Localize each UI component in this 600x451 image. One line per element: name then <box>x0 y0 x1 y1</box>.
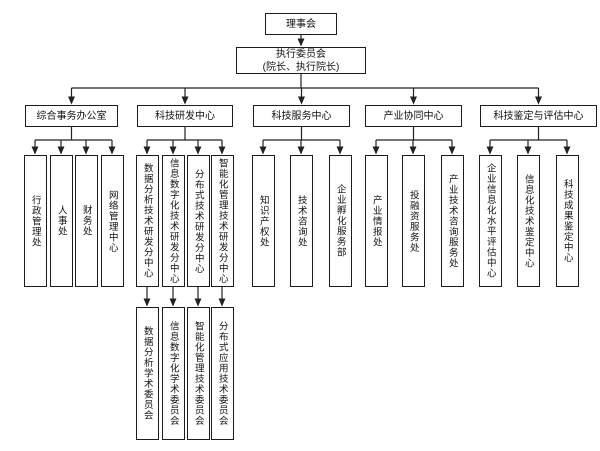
node-label: 投融资服务处 <box>407 189 419 253</box>
node-tech-service-center: 科技服务中心 <box>253 105 350 127</box>
node-info-digitization-academic-committee: 信息数字化学术委员会 <box>161 307 185 440</box>
node-sci-tech-achievement-appraisal-center: 科技成果鉴定中心 <box>555 155 579 287</box>
node-label: 信息数字化技术研发分中心 <box>167 158 179 284</box>
node-label: 智能化管理技术研发分中心 <box>216 158 228 284</box>
node-data-analysis-rd-subcenter: 数据分析技术研发分中心 <box>135 155 159 287</box>
node-tech-consulting-office: 技术咨询处 <box>289 155 313 287</box>
node-label: 产业情报处 <box>370 194 382 248</box>
node-board: 理事会 <box>265 13 337 35</box>
node-industry-intelligence-office: 产业情报处 <box>364 155 388 287</box>
node-appraisal-evaluation-center: 科技鉴定与评估中心 <box>480 105 597 127</box>
node-distributed-application-tech-committee: 分布式应用技术委员会 <box>210 307 234 440</box>
node-ip-office: 知识产权处 <box>251 155 275 287</box>
node-label: 数据分析学术委员会 <box>141 326 153 421</box>
node-industry-tech-consulting-office: 产业技术咨询服务处 <box>440 155 464 287</box>
node-intelligent-management-tech-committee: 智能化管理技术委员会 <box>186 307 210 440</box>
node-info-digitization-rd-subcenter: 信息数字化技术研发分中心 <box>161 155 185 287</box>
node-label: 财务处 <box>80 205 92 237</box>
node-label: 数据分析技术研发分中心 <box>141 163 153 279</box>
node-label: 网络管理中心 <box>106 189 118 253</box>
node-distributed-tech-rd-subcenter: 分布式技术研发分中心 <box>186 155 210 287</box>
node-personnel-office: 人事处 <box>49 155 73 287</box>
node-label: 企业孵化服务部 <box>334 184 346 258</box>
node-label: 技术咨询处 <box>295 194 307 248</box>
node-network-management-center: 网络管理中心 <box>100 155 124 287</box>
node-general-affairs-office: 综合事务办公室 <box>25 105 118 127</box>
node-label: 产业技术咨询服务处 <box>446 173 458 269</box>
node-informatization-tech-appraisal-center: 信息化技术鉴定中心 <box>516 155 540 287</box>
node-admin-management-office: 行政管理处 <box>23 155 47 287</box>
node-investment-financing-office: 投融资服务处 <box>401 155 425 287</box>
executive-title: 执行委员会 <box>276 48 326 60</box>
node-label: 智能化管理技术委员会 <box>192 321 204 426</box>
node-enterprise-informatization-assessment-center: 企业信息化水平评估中心 <box>478 155 502 287</box>
node-label: 知识产权处 <box>257 194 269 248</box>
executive-subtitle: (院长、执行院长) <box>262 61 340 73</box>
node-industry-collaboration-center: 产业协同中心 <box>365 105 462 127</box>
node-label: 行政管理处 <box>29 194 41 248</box>
node-label: 人事处 <box>55 205 67 237</box>
node-label: 企业信息化水平评估中心 <box>484 163 496 279</box>
node-label: 信息数字化学术委员会 <box>167 321 179 426</box>
node-label: 分布式应用技术委员会 <box>216 321 228 426</box>
node-label: 信息化技术鉴定中心 <box>522 173 534 269</box>
node-enterprise-incubation-dept: 企业孵化服务部 <box>328 155 352 287</box>
node-label: 科技成果鉴定中心 <box>561 179 573 263</box>
node-data-analysis-academic-committee: 数据分析学术委员会 <box>135 307 159 440</box>
node-finance-office: 财务处 <box>74 155 98 287</box>
node-executive-committee: 执行委员会 (院长、执行院长) <box>236 47 366 74</box>
node-label: 分布式技术研发分中心 <box>192 168 204 274</box>
node-rd-center: 科技研发中心 <box>137 105 233 127</box>
node-intelligent-management-rd-subcenter: 智能化管理技术研发分中心 <box>210 155 234 287</box>
